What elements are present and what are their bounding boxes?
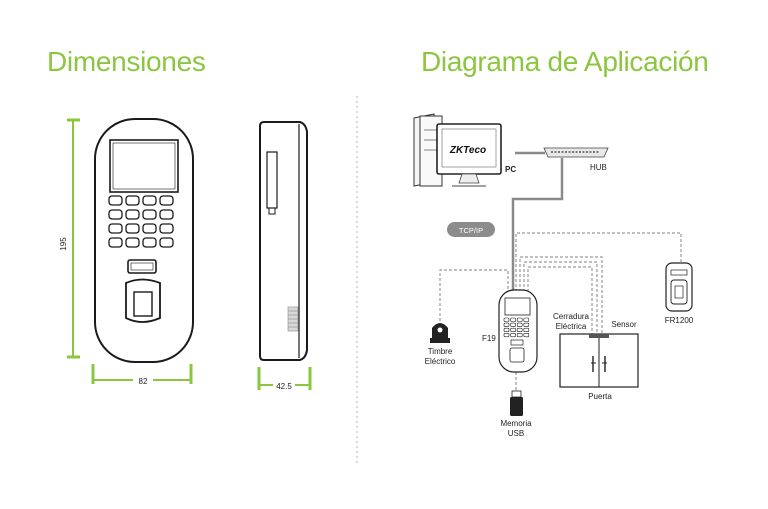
pc-label: PC: [505, 165, 516, 174]
pc-monitor: [436, 123, 502, 187]
keypad-key: [503, 327, 510, 333]
sensor-label: Sensor: [611, 320, 637, 329]
keypad-key: [516, 332, 523, 338]
width-dimension-label: 82: [139, 377, 148, 386]
bell-icon: [430, 323, 450, 343]
usb-stick-icon: [510, 390, 523, 416]
device-side-view: [259, 121, 308, 361]
f19-device: [498, 289, 538, 373]
tcpip-badge: [447, 222, 495, 237]
fr1200-label: FR1200: [665, 316, 694, 325]
keypad-key: [142, 223, 157, 234]
keypad-key: [108, 195, 123, 206]
keypad-key: [125, 209, 140, 220]
keypad-key: [159, 209, 174, 220]
keypad-key: [523, 322, 530, 327]
dashed-wiring: [439, 232, 682, 392]
door: [559, 333, 639, 388]
keypad-key: [159, 223, 174, 234]
keypad-key: [142, 237, 157, 248]
usb-label-line1: Memoria: [500, 419, 532, 428]
height-dimension-label: 195: [59, 237, 68, 251]
height-dimension: [67, 118, 80, 359]
keypad-key: [125, 195, 140, 206]
lock-label-line2: Eléctrica: [556, 322, 587, 331]
device-front-view: [94, 118, 194, 363]
keypad-key: [125, 223, 140, 234]
application-diagram-heading: Diagrama de Aplicación: [421, 46, 709, 77]
keypad-key: [510, 317, 516, 322]
keypad-key: [503, 332, 510, 338]
keypad-key: [510, 322, 516, 327]
f19-keypad: [503, 317, 530, 338]
f19-label: F19: [482, 334, 496, 343]
fr1200-reader: [665, 262, 693, 312]
keypad-key: [159, 195, 174, 206]
side-speaker-grille: [287, 306, 299, 332]
tcpip-badge-label: TCP/IP: [459, 226, 483, 235]
keypad-key: [142, 209, 157, 220]
keypad-key: [523, 317, 530, 322]
keypad-key: [503, 317, 510, 322]
keypad-key: [523, 332, 530, 338]
bell-label-line1: Timbre: [428, 347, 453, 356]
zkteco-logo: ZKTeco: [449, 145, 486, 156]
keypad-key: [523, 327, 530, 333]
f19-fingerprint: [509, 339, 525, 363]
hub-label: HUB: [590, 163, 607, 172]
keypad-key: [516, 327, 523, 333]
keypad-key: [108, 209, 123, 220]
keypad-key: [108, 237, 123, 248]
depth-dimension-label: 42.5: [276, 382, 292, 391]
keypad-key: [516, 317, 523, 322]
keypad-key: [510, 332, 516, 338]
keypad-key: [142, 195, 157, 206]
keypad-key: [125, 237, 140, 248]
keypad-key: [108, 223, 123, 234]
network-cable: [511, 158, 564, 292]
usb-label-line2: USB: [508, 429, 524, 438]
keypad-key: [510, 327, 516, 333]
device-keypad: [108, 195, 174, 248]
keypad-key: [516, 322, 523, 327]
dimensions-heading: Dimensiones: [47, 46, 206, 77]
lock-label-line1: Cerradura: [553, 312, 590, 321]
keypad-key: [159, 237, 174, 248]
keypad-key: [503, 322, 510, 327]
network-hub: [543, 147, 609, 158]
bell-label-line2: Eléctrico: [425, 357, 456, 366]
door-label: Puerta: [588, 392, 612, 401]
device-fingerprint-sensor: [125, 259, 161, 323]
